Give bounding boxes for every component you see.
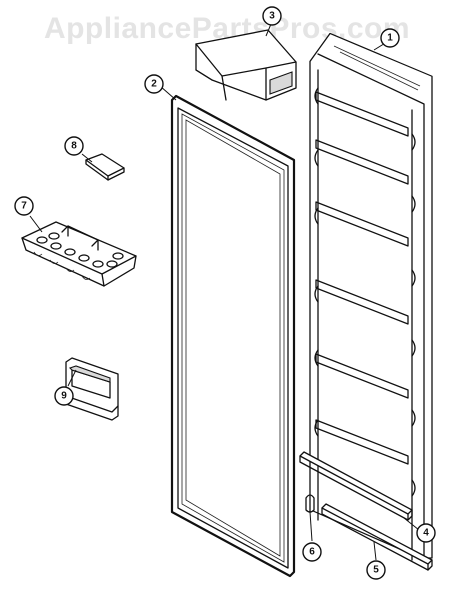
callout-3: 3 xyxy=(262,6,282,26)
clip-part xyxy=(305,494,315,513)
shelf-bin-part xyxy=(195,29,297,101)
callout-4-label: 4 xyxy=(423,528,429,539)
handle-trim-part xyxy=(65,357,119,421)
callout-2: 2 xyxy=(144,74,164,94)
callout-8: 8 xyxy=(64,136,84,156)
trim-lower-part xyxy=(321,503,433,571)
callout-9: 9 xyxy=(54,386,74,406)
callout-5-label: 5 xyxy=(373,565,379,576)
trim-upper-part xyxy=(299,451,413,521)
callout-4: 4 xyxy=(416,523,436,543)
callout-6: 6 xyxy=(302,542,322,562)
callout-6-label: 6 xyxy=(309,547,315,558)
callout-1-label: 1 xyxy=(387,33,393,44)
callout-9-label: 9 xyxy=(61,391,67,402)
door-gasket-part xyxy=(170,94,296,578)
egg-tray-part xyxy=(21,221,137,287)
callout-2-label: 2 xyxy=(151,79,157,90)
callout-5: 5 xyxy=(366,560,386,580)
callout-7-label: 7 xyxy=(21,201,27,212)
callout-3-label: 3 xyxy=(269,11,275,22)
button-part xyxy=(85,153,125,181)
callout-8-label: 8 xyxy=(71,141,77,152)
callout-1: 1 xyxy=(380,28,400,48)
door-liner-part xyxy=(309,32,433,561)
callout-7: 7 xyxy=(14,196,34,216)
